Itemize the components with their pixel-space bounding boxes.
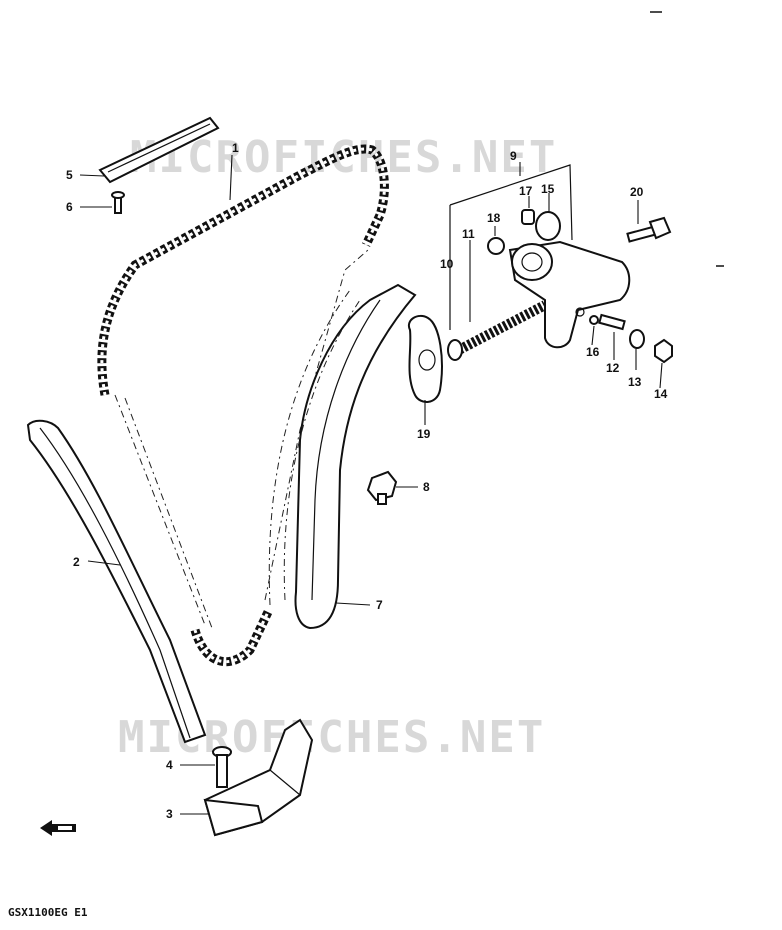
tensioner-bolt[interactable] [626,216,672,243]
top-chain-guide[interactable] [98,116,220,184]
callout-6: 6 [66,200,73,214]
callout-20: 20 [630,185,644,199]
lower-guide-holder[interactable] [203,718,314,837]
tensioner-body[interactable] [508,240,631,349]
callout-19: 19 [417,427,431,441]
callout-11: 11 [462,227,475,241]
callout-13: 13 [628,375,642,389]
o-ring[interactable] [535,211,561,241]
tensioner-pushrod[interactable] [447,300,548,361]
callout-9: 9 [510,149,517,163]
washer[interactable] [629,329,645,349]
front-direction-arrow-icon [40,820,76,836]
callout-4: 4 [166,758,173,772]
front-chain-guide[interactable] [26,419,207,744]
stud-bolt[interactable] [598,313,626,331]
holder-bolt[interactable] [212,746,232,788]
cam-chain[interactable] [97,144,389,667]
callout-5: 5 [66,168,73,182]
callout-2: 2 [73,555,80,569]
callout-7: 7 [376,598,383,612]
nut[interactable] [654,338,673,364]
tensioner-nut-small[interactable] [487,237,505,255]
callout-1: 1 [232,141,239,155]
guide-bolt[interactable] [366,470,398,505]
model-code-footer: GSX1100EG E1 [8,906,88,919]
guide-screw[interactable] [111,191,125,214]
rear-chain-guide[interactable] [268,283,417,630]
callout-14: 14 [654,387,668,401]
callout-15: 15 [541,182,555,196]
callout-labels: 1 2 3 4 5 6 7 8 9 10 11 12 13 14 15 16 1… [66,141,668,821]
callout-17: 17 [519,184,533,198]
tensioner-gasket[interactable] [407,314,443,403]
callout-12: 12 [606,361,620,375]
callout-3: 3 [166,807,173,821]
tensioner-cap[interactable] [521,209,535,225]
leader-lines [79,154,663,815]
tensioner-bracket-line [449,164,573,330]
pin[interactable] [589,315,599,325]
callout-8: 8 [423,480,430,494]
callout-10: 10 [440,257,454,271]
callout-18: 18 [487,211,501,225]
callout-16: 16 [586,345,600,359]
